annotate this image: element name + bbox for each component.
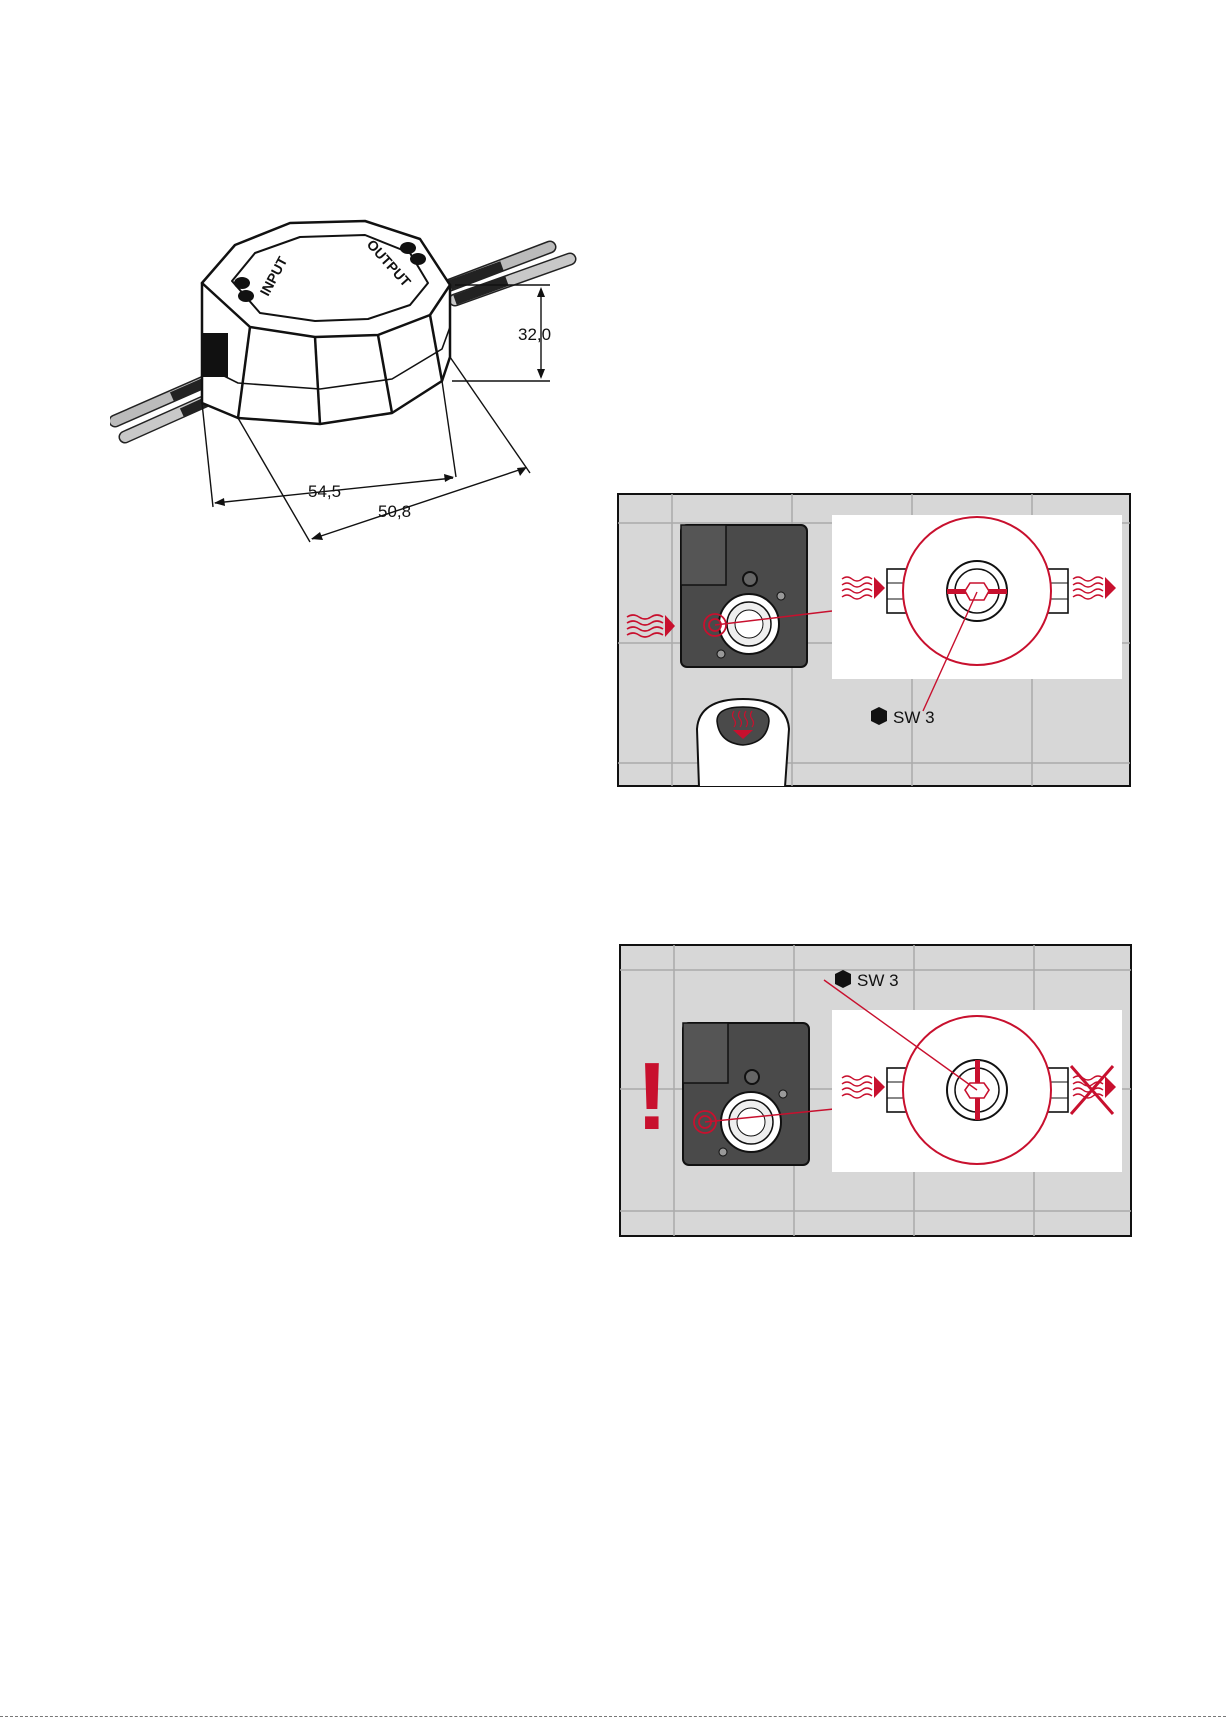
housing-drawing: INPUT OUTPUT 32,0 54,5 50,8 <box>110 215 580 555</box>
front-width-value: 54,5 <box>308 482 341 501</box>
valve-open-figure: SW 3 <box>617 493 1131 787</box>
valve-closed-drawing: ! <box>619 944 1132 1237</box>
warning-mark: ! <box>636 1043 668 1150</box>
valve-open-drawing: SW 3 <box>617 493 1131 787</box>
page-edge-rule <box>0 1716 1226 1718</box>
housing-dimension-figure: INPUT OUTPUT 32,0 54,5 50,8 <box>110 215 580 555</box>
tool-size-label: SW 3 <box>893 708 935 727</box>
dispenser-unit <box>681 525 807 667</box>
height-value: 32,0 <box>518 325 551 344</box>
output-cables <box>450 247 570 300</box>
tool-size-label: SW 3 <box>857 971 899 990</box>
nozzle-handle <box>697 699 789 787</box>
dispenser-unit <box>683 1023 809 1165</box>
side-width-value: 50,8 <box>378 502 411 521</box>
valve-closed-figure: ! <box>619 944 1132 1237</box>
